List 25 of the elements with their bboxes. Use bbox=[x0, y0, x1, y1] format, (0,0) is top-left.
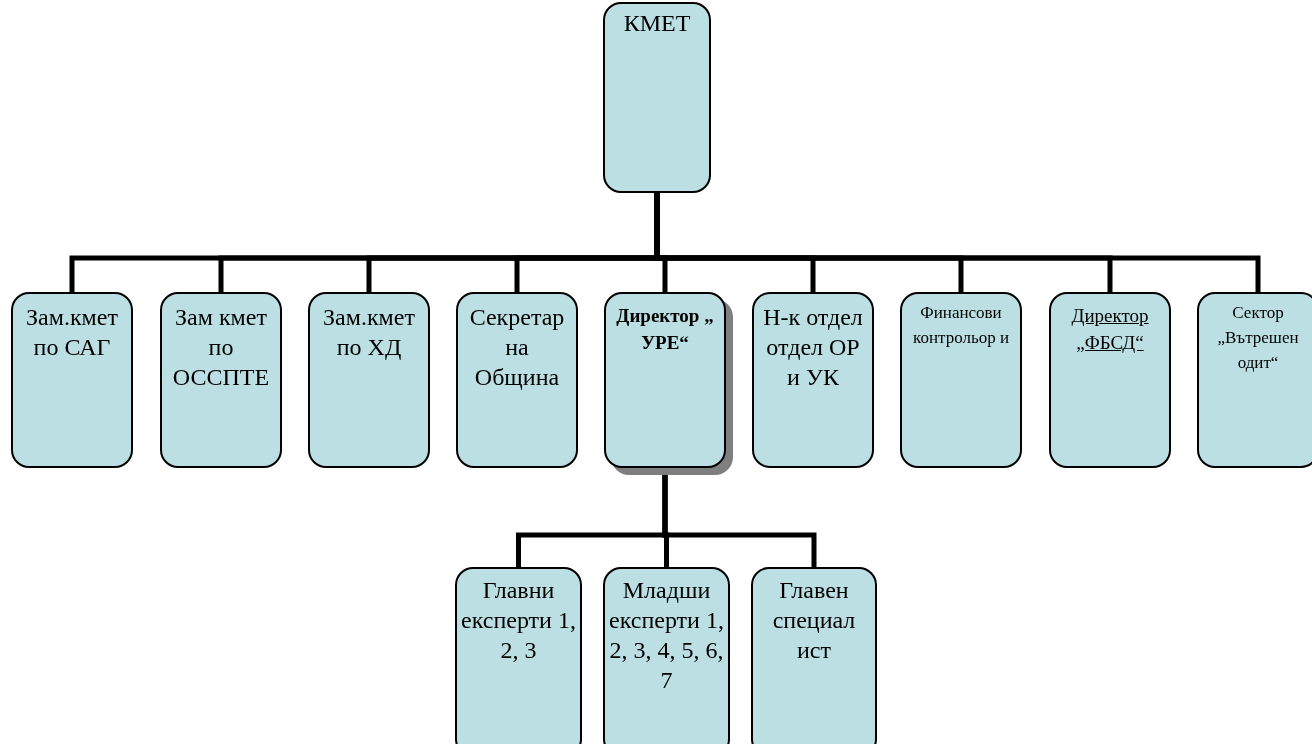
org-box bbox=[752, 292, 874, 468]
org-box bbox=[160, 292, 282, 468]
org-box bbox=[456, 292, 578, 468]
box-label: КМЕТ bbox=[623, 9, 691, 38]
box-label: Зам.кмет по САГ bbox=[25, 303, 119, 362]
org-box bbox=[603, 2, 711, 193]
org-box bbox=[603, 567, 730, 744]
box-label: Главни експерти 1, 2, 3 bbox=[461, 576, 576, 665]
box-label: Директор „ УРЕ“ bbox=[615, 304, 715, 355]
org-box bbox=[1197, 292, 1312, 468]
box-label: Зам кмет по ОССПТЕ bbox=[171, 303, 271, 392]
box-label: Н-к отдел отдел ОР и УК bbox=[762, 303, 864, 392]
org-box bbox=[900, 292, 1022, 468]
box-label: Зам.кмет по ХД bbox=[322, 303, 416, 362]
box-label: Секретар на Община bbox=[468, 303, 566, 392]
box-label: Сектор „Вътрешен одит“ bbox=[1216, 302, 1300, 374]
box-label: Директор „ФБСД“ bbox=[1070, 304, 1150, 355]
org-box bbox=[1049, 292, 1171, 468]
box-label: Финансови контрольор и bbox=[912, 302, 1010, 349]
box-label: Главен специал ист bbox=[771, 576, 857, 665]
org-box bbox=[11, 292, 133, 468]
org-box bbox=[455, 567, 582, 744]
org-box bbox=[751, 567, 877, 744]
org-box bbox=[308, 292, 430, 468]
box-label: Младши експерти 1, 2, 3, 4, 5, 6, 7 bbox=[609, 576, 724, 695]
